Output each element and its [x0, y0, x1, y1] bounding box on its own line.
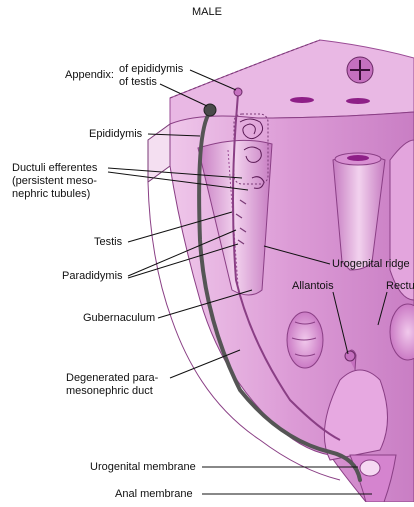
label-rectum: Rectu: [386, 280, 414, 293]
label-urogenital-ridge: Urogenital ridge: [332, 258, 410, 271]
label-urogenital-membrane: Urogenital membrane: [90, 461, 196, 474]
label-of-epididymis: of epididymis: [119, 63, 183, 76]
label-paradidymis: Paradidymis: [62, 270, 123, 283]
figure-title: MALE: [0, 6, 414, 18]
label-anal-membrane: Anal membrane: [115, 488, 193, 501]
label-gubernaculum: Gubernaculum: [83, 312, 155, 325]
label-testis: Testis: [94, 236, 122, 249]
label-degenerated-2: mesonephric duct: [66, 385, 153, 398]
label-degenerated-1: Degenerated para-: [66, 372, 158, 385]
vessel-right: [346, 98, 370, 104]
label-ductuli-3: nephric tubules): [12, 188, 90, 201]
label-epididymis: Epididymis: [89, 128, 142, 141]
kidney-left: [287, 312, 323, 368]
label-of-testis: of testis: [119, 76, 157, 89]
label-ductuli-1: Ductuli efferentes: [12, 162, 97, 175]
body-wall-left: [148, 124, 170, 182]
label-appendix: Appendix:: [65, 69, 114, 82]
label-allantois: Allantois: [292, 280, 334, 293]
vessel-left: [290, 97, 314, 103]
label-ductuli-2: (persistent meso-: [12, 175, 97, 188]
